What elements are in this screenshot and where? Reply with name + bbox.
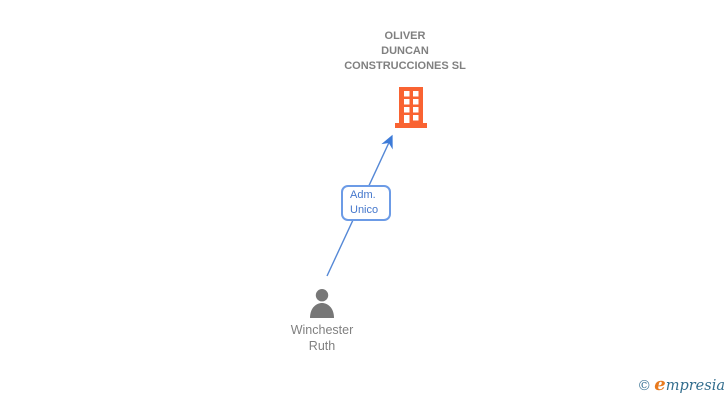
person-node[interactable] (308, 288, 336, 318)
relationship-label-box[interactable]: Adm. Unico (341, 185, 391, 221)
company-node[interactable] (395, 87, 427, 128)
relationship-label-line: Adm. (350, 189, 376, 201)
person-icon (310, 289, 334, 318)
company-name-line: CONSTRUCCIONES SL (344, 60, 466, 72)
company-name-line: DUNCAN (381, 45, 429, 57)
brand-logo[interactable]: ©empresia (637, 374, 725, 395)
brand-name: mpresia (665, 378, 725, 394)
person-name-line: Ruth (308, 339, 336, 353)
person-name-line: Winchester (290, 323, 354, 337)
person-node-label[interactable]: Winchester Ruth (242, 322, 402, 354)
company-name-line: OLIVER (384, 30, 426, 42)
building-icon (395, 87, 427, 128)
brand-initial: e (654, 374, 666, 395)
company-node-label[interactable]: OLIVER DUNCAN CONSTRUCCIONES SL (285, 29, 525, 74)
relationship-label-line: Unico (350, 204, 379, 216)
copyright-icon: © (637, 378, 652, 394)
